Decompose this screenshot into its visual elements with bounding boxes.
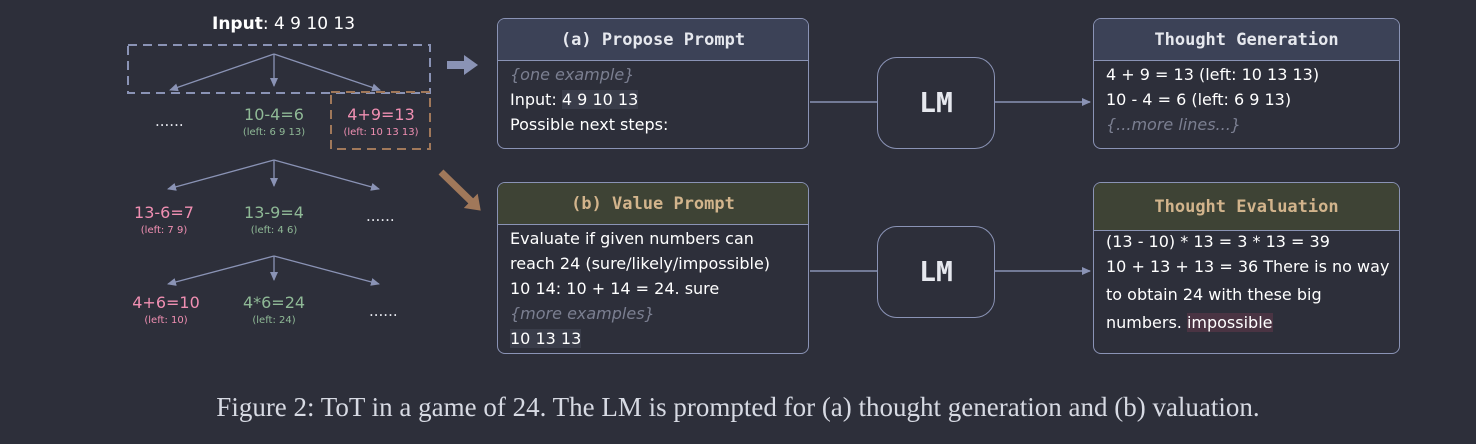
thought-evaluation-title: Thought Evaluation: [1094, 183, 1399, 231]
propose-prompt-title: (a) Propose Prompt: [498, 19, 808, 61]
value-query-highlight: 10 13 13: [510, 329, 582, 348]
tree-input-value: : 4 9 10 13: [262, 14, 356, 34]
tree-branches-2: [167, 159, 380, 191]
dashed-input-frame: [127, 44, 431, 94]
node-expr: 13-9=4: [244, 203, 304, 222]
lm-box-bottom: LM: [877, 226, 995, 318]
propose-input-prefix: Input:: [510, 90, 562, 109]
value-line-2: reach 24 (sure/likely/impossible): [510, 254, 771, 273]
tree-input: Input: 4 9 10 13: [212, 14, 355, 34]
node-expr: 4+9=13: [347, 105, 415, 124]
node-left: (left: 24): [252, 315, 296, 326]
tree-branches-1: [169, 53, 381, 92]
tree-node: 4*6=24 (left: 24): [224, 295, 324, 326]
tree-input-label: Input: [212, 14, 263, 34]
tree-node: 10-4=6 (left: 6 9 13): [224, 107, 324, 138]
tree-ellipsis: ......: [369, 302, 398, 320]
value-line-3: 10 14: 10 + 14 = 24. sure: [510, 279, 720, 298]
node-expr: 10-4=6: [244, 105, 304, 124]
evaluation-line-3: to obtain 24 with these big: [1106, 285, 1322, 304]
value-query: 10 13 13: [510, 326, 796, 351]
evaluation-line-2: 10 + 13 + 13 = 36 There is no way: [1106, 257, 1390, 276]
generation-more: {...more lines...}: [1106, 115, 1241, 134]
value-more-examples: {more examples}: [510, 304, 655, 323]
thought-evaluation-box: Thought Evaluation (13 - 10) * 13 = 3 * …: [1093, 182, 1400, 354]
node-left: (left: 6 9 13): [242, 127, 306, 138]
figure-caption: Figure 2: ToT in a game of 24. The LM is…: [216, 392, 1260, 422]
thought-generation-title: Thought Generation: [1094, 19, 1399, 61]
evaluation-line-4-prefix: numbers.: [1106, 313, 1187, 332]
evaluation-line-4: numbers. impossible: [1106, 309, 1387, 337]
propose-input-value: 4 9 10 13: [561, 90, 639, 109]
node-left: (left: 4 6): [250, 225, 298, 236]
tree-node: 13-6=7 (left: 7 9): [114, 205, 214, 236]
dashed-selected-node: [330, 91, 431, 150]
node-expr: 4+6=10: [132, 293, 200, 312]
evaluation-line-1: (13 - 10) * 13 = 3 * 13 = 39: [1106, 232, 1330, 251]
tree-branches-3: [167, 255, 380, 286]
value-line-1: Evaluate if given numbers can: [510, 229, 754, 248]
value-prompt-box: (b) Value Prompt Evaluate if given numbe…: [497, 182, 809, 354]
tree-ellipsis: ......: [366, 207, 395, 225]
node-left: (left: 7 9): [140, 225, 188, 236]
tree-node: 4+6=10 (left: 10): [116, 295, 216, 326]
arrow-to-value: [438, 169, 481, 211]
propose-input: Input: 4 9 10 13: [510, 87, 796, 112]
tree-ellipsis: ......: [155, 112, 184, 130]
lm-box-top: LM: [877, 57, 995, 149]
node-expr: 13-6=7: [134, 203, 194, 222]
node-left: (left: 10): [144, 315, 188, 326]
thought-generation-box: Thought Generation 4 + 9 = 13 (left: 10 …: [1093, 18, 1400, 149]
value-prompt-title: (b) Value Prompt: [498, 183, 808, 225]
propose-prompt-box: (a) Propose Prompt {one example} Input: …: [497, 18, 809, 149]
node-expr: 4*6=24: [242, 293, 306, 312]
evaluation-verdict: impossible: [1186, 313, 1273, 332]
node-left: (left: 10 13 13): [343, 127, 419, 138]
propose-example: {one example}: [510, 65, 635, 84]
tree-node-selected: 4+9=13 (left: 10 13 13): [331, 107, 431, 138]
generation-line-1: 4 + 9 = 13 (left: 10 13 13): [1106, 65, 1320, 84]
tree-node: 13-9=4 (left: 4 6): [224, 205, 324, 236]
generation-line-2: 10 - 4 = 6 (left: 6 9 13): [1106, 90, 1292, 109]
propose-next: Possible next steps:: [510, 115, 669, 134]
